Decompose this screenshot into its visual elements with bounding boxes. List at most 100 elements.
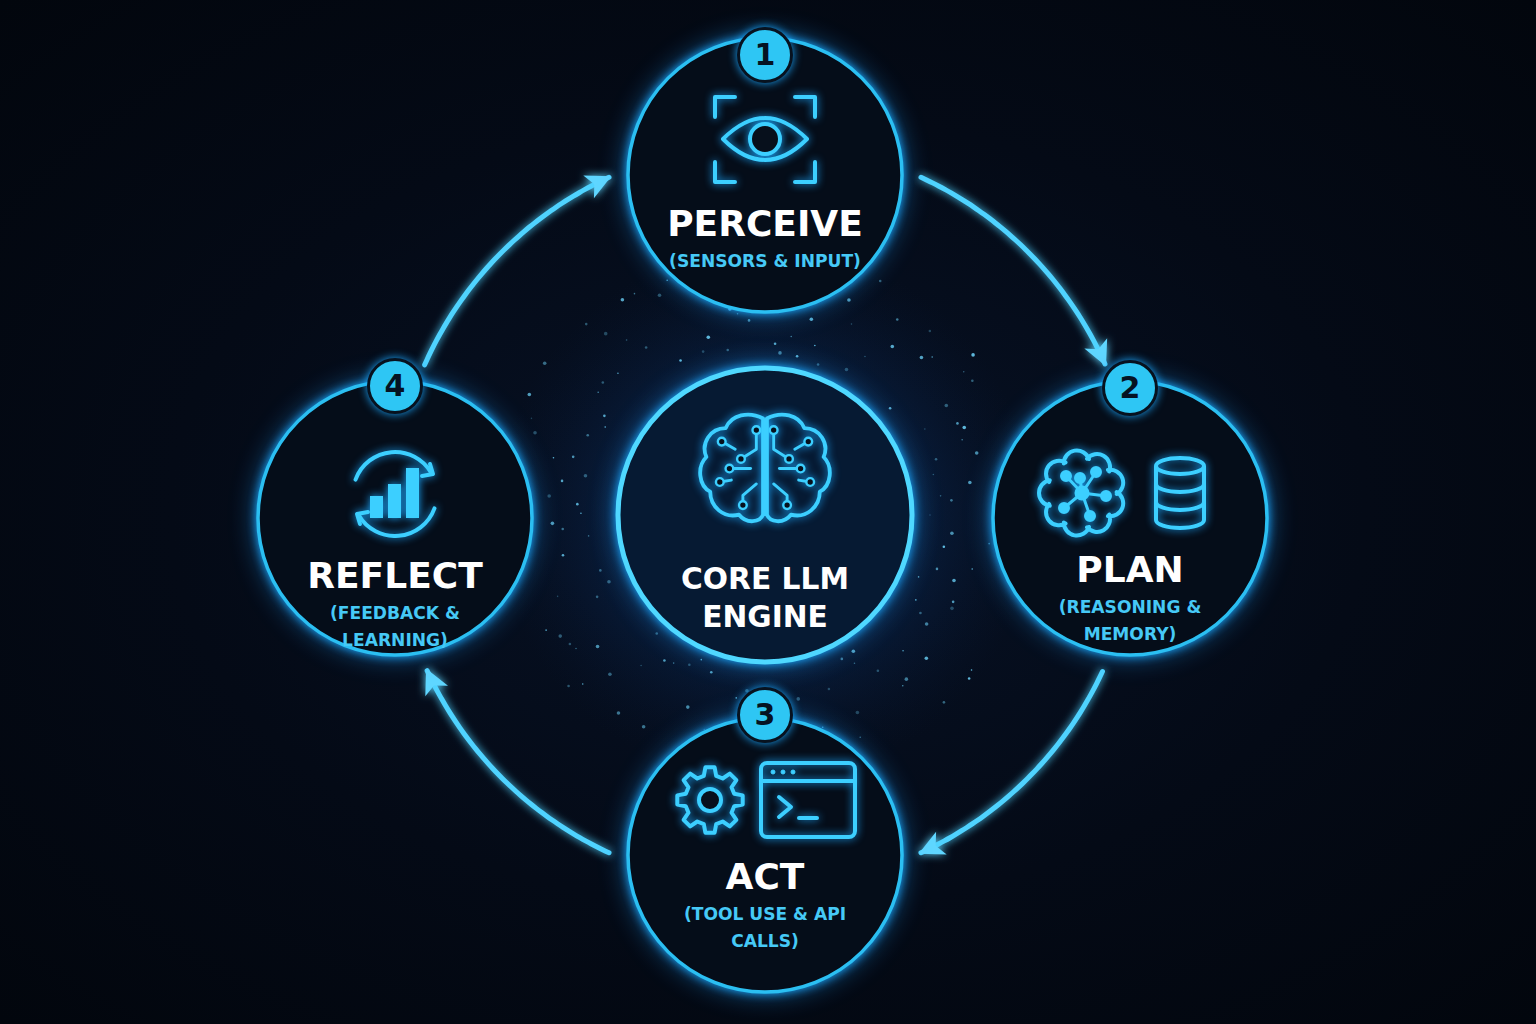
sparkle-dot (810, 318, 814, 322)
sparkle-dot (576, 503, 579, 506)
step-badge: 3 (737, 687, 793, 743)
sparkle-dot (822, 726, 824, 728)
sparkle-dot (588, 535, 590, 537)
sparkle-dot (889, 407, 892, 410)
circuit-node (783, 501, 791, 509)
act-icon (665, 755, 865, 845)
sparkle-dot (950, 607, 954, 611)
sparkle-dot (971, 669, 973, 671)
sparkle-dot (877, 669, 880, 672)
sparkle-dot (975, 451, 979, 455)
sparkle-dot (561, 528, 564, 531)
sparkle-dot (988, 543, 990, 545)
sparkle-dot (905, 677, 909, 681)
gear-symbol (677, 767, 742, 832)
sparkle-dot (617, 372, 619, 374)
sparkle-dot (859, 736, 861, 738)
sparkle-dot (604, 426, 606, 428)
sparkle-dot (945, 404, 949, 408)
sparkle-dot (604, 332, 608, 336)
sparkle-dot (607, 580, 611, 584)
node-content: ACT(TOOL USE & API CALLS) (625, 755, 905, 955)
brain-icon (690, 407, 840, 532)
stage-circle: PERCEIVE(SENSORS & INPUT) 1 (625, 35, 905, 315)
window-dot (781, 770, 785, 774)
network-node (1060, 504, 1069, 513)
stage-subtitle: (TOOL USE & API CALLS) (670, 901, 860, 955)
sparkle-dot (735, 697, 737, 699)
sparkle-dot (658, 293, 662, 297)
sparkle-dot (551, 522, 555, 526)
sparkle-dot (642, 725, 646, 729)
circuit-node (797, 465, 805, 473)
sparkle-dot (569, 643, 572, 646)
sparkle-field (500, 255, 1034, 748)
sparkle-dot (845, 368, 849, 372)
callout-number: 3 (755, 700, 776, 730)
sparkle-dot (915, 599, 917, 601)
sparkle-dot (666, 279, 668, 281)
circle-border (258, 381, 532, 655)
sparkle-dot (634, 293, 636, 295)
sparkle-dot (575, 648, 577, 650)
sparkle-dot (933, 474, 935, 476)
sparkle-dot (558, 634, 562, 638)
sparkle-dot (686, 705, 690, 709)
focus-bracket (715, 97, 815, 182)
sparkle-dot (567, 685, 570, 688)
terminal-bar (761, 779, 855, 783)
sparkle-dot (971, 379, 974, 382)
sparkle-dot (543, 361, 547, 365)
sparkle-dot (585, 323, 588, 326)
stage-circle: REFLECT(FEEDBACK & LEARNING)4 (255, 378, 535, 658)
network-node (1092, 468, 1101, 477)
callout-number: 1 (755, 40, 776, 70)
cycle-arrowhead (357, 512, 368, 524)
circuit-node (726, 465, 734, 473)
sparkle-dot (952, 579, 956, 583)
sparkle-dot (562, 554, 565, 557)
sparkle-dot (851, 323, 853, 325)
sparkle-dot (929, 514, 931, 516)
stage-subtitle: (FEEDBACK & LEARNING) (300, 600, 490, 654)
sparkle-dot (790, 336, 792, 338)
core-halo (495, 245, 1035, 785)
sparkle-dot (596, 596, 599, 599)
stage-circle: ACT(TOOL USE & API CALLS)3 (625, 715, 905, 995)
sparkle-dot (640, 665, 642, 667)
sparkle-dot (936, 568, 939, 571)
sparkle-dot (950, 499, 953, 502)
sparkle-dot (596, 645, 600, 649)
sparkle-dot (962, 426, 966, 430)
sparkle-dot (943, 701, 946, 704)
core-circle: CORE LLM ENGINE (615, 365, 915, 665)
callout-number: 2 (1120, 373, 1141, 403)
brain-cloud (1039, 450, 1123, 535)
sparkle-dot (748, 319, 751, 322)
sparkle-dot (617, 711, 621, 715)
sparkle-dot (700, 659, 702, 661)
sparkle-dot (952, 601, 955, 604)
sparkle-dot (943, 545, 946, 548)
sparkle-dot (580, 512, 582, 514)
sparkle-dot (778, 351, 782, 355)
gear-hub (699, 789, 721, 811)
sparkle-dot (968, 677, 971, 680)
circle-border (618, 368, 912, 662)
sparkle-dot (710, 671, 713, 674)
sparkle-dot (528, 393, 532, 397)
window-dot (771, 770, 775, 774)
stage-subtitle: (SENSORS & INPUT) (669, 248, 861, 275)
bar (370, 496, 383, 518)
circuit-node (737, 455, 745, 463)
circuit-node (806, 478, 814, 486)
circuit-node (718, 438, 726, 446)
node-content: PERCEIVE(SENSORS & INPUT) (625, 87, 905, 275)
sparkle-dot (531, 418, 533, 420)
sparkle-dot (621, 298, 625, 302)
sparkle-dot (572, 456, 575, 459)
circuit-node (739, 501, 747, 509)
sparkle-dot (533, 431, 537, 435)
sparkle-dot (847, 298, 851, 302)
sparkle-dot (707, 335, 711, 339)
